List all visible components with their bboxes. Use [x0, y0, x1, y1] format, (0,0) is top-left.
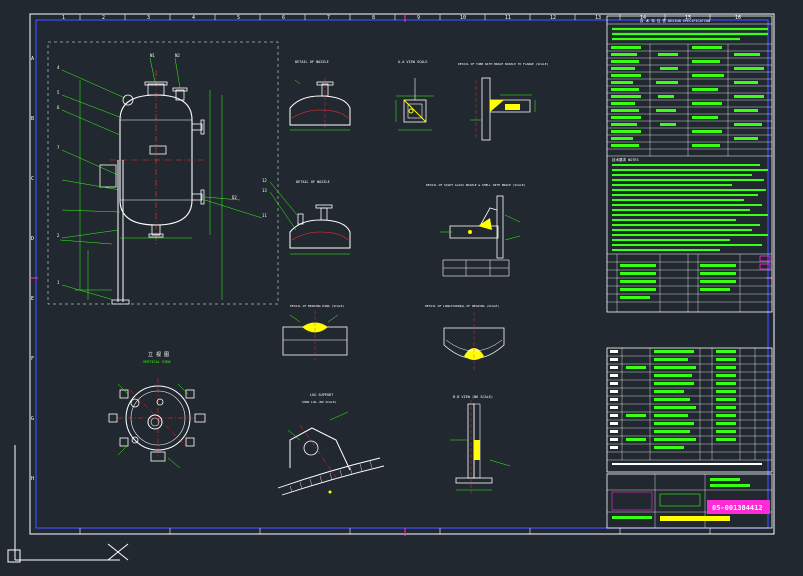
zone-letter-d: D [31, 236, 34, 242]
sheet-inner-frame [35, 19, 769, 529]
zone-letter-g: G [31, 416, 34, 422]
svg-text:N1: N1 [150, 53, 155, 58]
svg-text:1: 1 [57, 280, 60, 285]
zone-number-10: 10 [460, 15, 466, 21]
zone-number-12: 12 [550, 15, 556, 21]
zone-ticks-bottom [79, 528, 711, 534]
vertical-view-title: 立 视 图 [148, 351, 169, 358]
zone-number-3: 3 [147, 15, 150, 21]
ucs-axis-icon [7, 445, 129, 563]
zone-number-9: 9 [417, 15, 420, 21]
zone-number-16: 16 [735, 15, 741, 21]
zone-number-7: 7 [327, 15, 330, 21]
lug-support-sub: SHOW LUG (NO SCALE) [302, 400, 337, 404]
svg-text:5: 5 [57, 90, 60, 95]
zone-number-11: 11 [505, 15, 511, 21]
detail-nozzle-2[interactable]: DETAIL OF NOZZLE 12 13 [262, 178, 351, 255]
zone-letter-f: F [31, 356, 34, 362]
zone-number-13: 13 [595, 15, 601, 21]
parts-list-table[interactable] [606, 347, 773, 473]
bb-view-detail[interactable]: B-B VIEW (NO SCALE) [450, 395, 511, 495]
svg-text:4: 4 [57, 65, 60, 70]
svg-text:D2: D2 [232, 195, 237, 200]
lug-support-detail[interactable]: LUG SUPPORT SHOW LUG (NO SCALE) [277, 393, 385, 496]
zone-number-1: 1 [62, 15, 65, 21]
detail-nozzle-2-label: DETAIL OF NOZZLE [296, 180, 330, 184]
sight-glass-detail[interactable]: DETAIL OF SIGHT GLASS NOZZLE & SHELL WIT… [426, 183, 526, 277]
center-marks [30, 14, 774, 536]
main-vessel-elevation[interactable]: 4 5 6 7 2 1 11 D2 N1 N2 [47, 41, 279, 305]
svg-text:12: 12 [262, 178, 267, 183]
welding-detail[interactable]: DETAIL OF LONGITUDINAL OF WELDING (SCALE… [425, 304, 505, 370]
aa-view-detail[interactable]: A-A VIEW SCALE [395, 60, 434, 131]
svg-text:13: 13 [262, 188, 267, 193]
notes-title: 技术要求 NOTES [612, 157, 639, 162]
vertical-view-sub: VERTICAL VIEW [143, 360, 171, 364]
zone-number-4: 4 [192, 15, 195, 21]
zone-number-8: 8 [372, 15, 375, 21]
svg-text:6: 6 [57, 105, 60, 110]
zone-letter-a: A [31, 56, 34, 62]
zone-letter-c: C [31, 176, 34, 182]
detail-nozzle-1-label: DETAIL OF NOZZLE [295, 60, 329, 64]
svg-text:2: 2 [57, 233, 60, 238]
tube-flange-detail[interactable]: DETAIL OF TUBE WITH BRACE NOZZLE TO FLAN… [458, 62, 549, 141]
aa-view-label: A-A VIEW SCALE [398, 60, 428, 64]
spec-title: 技 术 特 性 表 DESIGN SPECIFICATION [640, 18, 710, 23]
detail-nozzle-1[interactable]: DETAIL OF NOZZLE [289, 60, 351, 131]
zone-number-6: 6 [282, 15, 285, 21]
zone-number-15: 15 [685, 15, 691, 21]
drawing-number: 05-001384412 [712, 504, 763, 512]
svg-text:7: 7 [57, 145, 60, 150]
svg-text:N2: N2 [175, 53, 180, 58]
lug-support-label: LUG SUPPORT [310, 393, 334, 397]
zone-number-14: 14 [640, 15, 646, 21]
zone-number-2: 2 [102, 15, 105, 21]
bearing-ring-label: DETAIL OF BEARING RING (SCALE) [290, 304, 344, 308]
vessel-plan-view[interactable]: 立 视 图 VERTICAL VIEW [108, 351, 206, 469]
title-block[interactable]: 05-001384412 [606, 473, 773, 529]
zone-ticks-top [79, 14, 711, 20]
welding-label: DETAIL OF LONGITUDINAL OF WELDING (SCALE… [425, 304, 499, 308]
zone-number-5: 5 [237, 15, 240, 21]
zone-letter-b: B [31, 116, 34, 122]
sight-glass-label: DETAIL OF SIGHT GLASS NOZZLE & SHELL WIT… [426, 183, 526, 187]
sheet-outer-frame [29, 13, 775, 535]
zone-letter-e: E [31, 296, 34, 302]
svg-text:11: 11 [262, 213, 267, 218]
design-spec-table[interactable]: 技 术 特 性 表 DESIGN SPECIFICATION [606, 15, 773, 313]
zone-letter-h: H [31, 476, 34, 482]
tube-flange-label: DETAIL OF TUBE WITH BRACE NOZZLE TO FLAN… [458, 62, 549, 66]
bearing-ring-detail[interactable]: DETAIL OF BEARING RING (SCALE) [282, 304, 348, 360]
bb-view-label: B-B VIEW (NO SCALE) [453, 395, 493, 399]
